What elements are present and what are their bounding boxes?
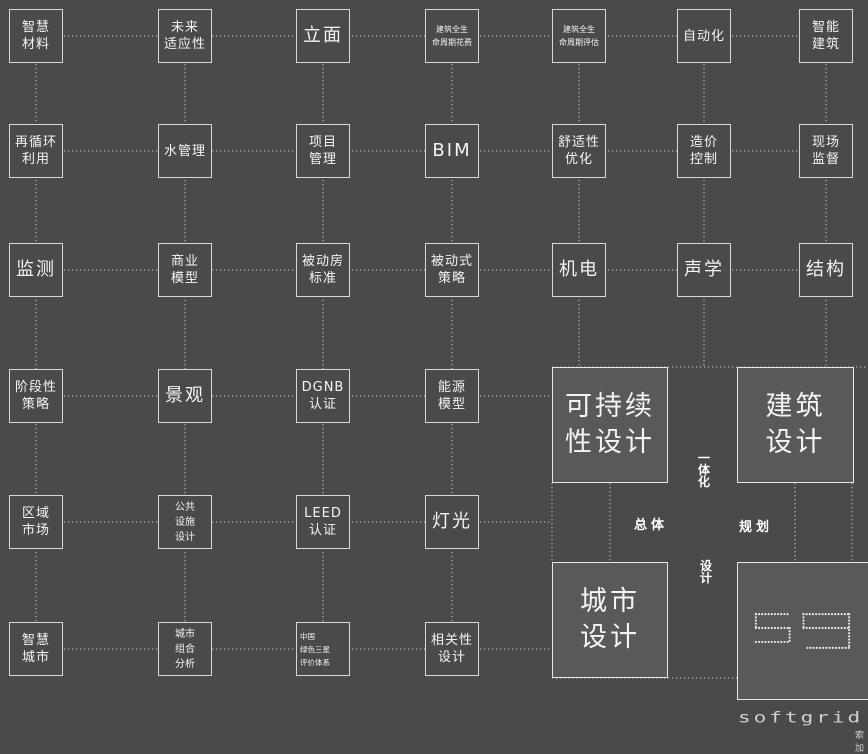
node-future-adaptability[interactable]: 未来 适应性 [158,9,212,63]
node-passive-house-standard[interactable]: 被动房 标准 [296,243,350,297]
node-phased-strategy[interactable]: 阶段性 策略 [9,369,63,423]
node-regional-market[interactable]: 区域 市场 [9,495,63,549]
node-project-management[interactable]: 项目 管理 [296,124,350,178]
brand-tagline: 索加 [855,731,865,754]
node-energy-model[interactable]: 能源 模型 [425,369,479,423]
node-china-green-star-rating[interactable]: 中国 绿色三星 评价体系 [296,622,350,676]
node-passive-strategy[interactable]: 被动式 策略 [425,243,479,297]
node-bim[interactable]: BIM [425,124,479,178]
node-mep[interactable]: 机电 [552,243,606,297]
label-integrated: 一 体 化 [698,451,711,489]
brand-wordmark: softgrid [738,709,864,726]
logo-box [737,562,868,700]
node-site-supervision[interactable]: 现场 监督 [799,124,853,178]
node-public-facility-design[interactable]: 公共 设施 设计 [158,495,212,549]
softgrid-dotted-logo [754,613,851,649]
node-smart-building[interactable]: 智能 建筑 [799,9,853,63]
node-smart-city[interactable]: 智慧 城市 [9,622,63,676]
node-architecture-design[interactable]: 建筑 设计 [737,367,854,483]
node-water-management[interactable]: 水管理 [158,124,212,178]
label-design: 设 计 [700,559,713,585]
node-recycling[interactable]: 再循环 利用 [9,124,63,178]
node-lifecycle-assessment[interactable]: 建筑全生 命周期评估 [552,9,606,63]
node-leed-certification[interactable]: LEED 认证 [296,495,350,549]
node-business-model[interactable]: 商业 模型 [158,243,212,297]
node-lifecycle-cost[interactable]: 建筑全生 命周期花费 [425,9,479,63]
node-urban-design[interactable]: 城市 设计 [552,562,668,678]
node-smart-materials[interactable]: 智慧 材料 [9,9,63,63]
node-facade[interactable]: 立面 [296,9,350,63]
node-acoustics[interactable]: 声学 [677,243,731,297]
node-monitoring[interactable]: 监测 [9,243,63,297]
node-relevance-design[interactable]: 相关性 设计 [425,622,479,676]
node-sustainable-design[interactable]: 可持续 性设计 [552,367,668,483]
node-comfort-optimization[interactable]: 舒适性 优化 [552,124,606,178]
node-urban-portfolio-analysis[interactable]: 城市 组合 分析 [158,622,212,676]
node-lighting[interactable]: 灯光 [425,495,479,549]
label-planning: 规划 [739,520,774,535]
node-landscape[interactable]: 景观 [158,369,212,423]
label-overall: 总体 [634,518,669,533]
node-cost-control[interactable]: 造价 控制 [677,124,731,178]
node-automation[interactable]: 自动化 [677,9,731,63]
node-structure[interactable]: 结构 [799,243,853,297]
node-dgnb-certification[interactable]: DGNB 认证 [296,369,350,423]
